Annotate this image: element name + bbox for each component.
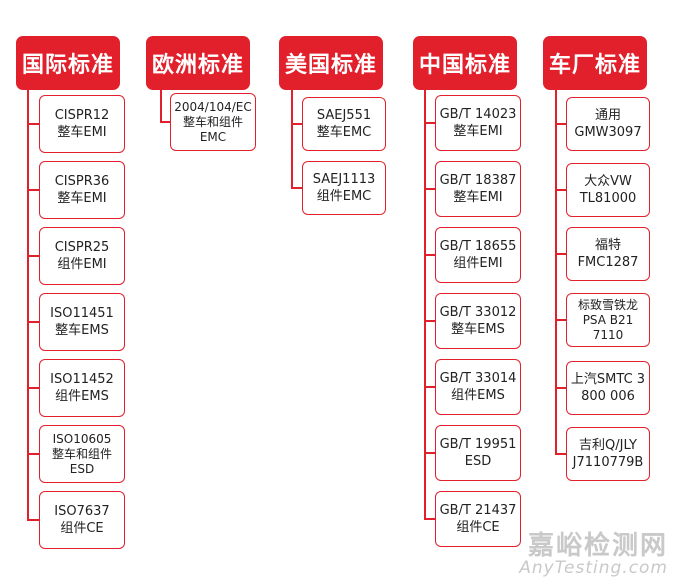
- standard-item: GB/T 19951 ESD: [435, 425, 521, 481]
- standard-item-label: 大众VW TL81000: [579, 174, 637, 206]
- connector-branch: [424, 518, 435, 520]
- standard-item-label: GB/T 33014 组件EMS: [439, 371, 517, 403]
- connector-branch: [27, 255, 39, 257]
- standard-item: CISPR36 整车EMI: [39, 161, 125, 219]
- connector-branch: [424, 320, 435, 322]
- connector-line: [291, 90, 293, 189]
- standard-item: SAEJ1113 组件EMC: [302, 161, 386, 215]
- standard-item: 2004/104/EC 整车和组件 EMC: [170, 93, 256, 151]
- standard-item-label: CISPR36 整车EMI: [54, 174, 110, 206]
- connector-branch: [291, 187, 302, 189]
- standard-item-label: GB/T 21437 组件CE: [439, 503, 517, 535]
- standard-item: CISPR25 组件EMI: [39, 227, 125, 285]
- connector-branch: [555, 453, 566, 455]
- standard-item-label: SAEJ551 整车EMC: [316, 108, 372, 140]
- standard-item: 大众VW TL81000: [566, 163, 650, 217]
- connector-branch: [27, 123, 39, 125]
- connector-branch: [555, 387, 566, 389]
- standard-item: ISO11452 组件EMS: [39, 359, 125, 417]
- connector-branch: [27, 321, 39, 323]
- standard-item: 福特FMC1287: [566, 227, 650, 281]
- standard-item: ISO11451 整车EMS: [39, 293, 125, 351]
- standard-item-label: GB/T 18387 整车EMI: [439, 173, 517, 205]
- standard-item: ISO7637 组件CE: [39, 491, 125, 549]
- standard-item: GB/T 21437 组件CE: [435, 491, 521, 547]
- connector-branch: [424, 452, 435, 454]
- connector-branch: [27, 189, 39, 191]
- connector-branch: [27, 453, 39, 455]
- watermark-en: AnyTesting.com: [519, 558, 668, 579]
- standard-item-label: ISO10605 整车和组件 ESD: [51, 431, 112, 476]
- connector-branch: [27, 387, 39, 389]
- standard-item: GB/T 33012 整车EMS: [435, 293, 521, 349]
- standard-item-label: ISO11451 整车EMS: [50, 306, 114, 338]
- standard-item-label: SAEJ1113 组件EMC: [312, 172, 376, 204]
- standard-item: GB/T 33014 组件EMS: [435, 359, 521, 415]
- standard-item: 吉利Q/JLY J7110779B: [566, 427, 650, 481]
- standard-item-label: GB/T 18655 组件EMI: [439, 239, 517, 271]
- standard-item-label: 福特FMC1287: [577, 238, 639, 270]
- standard-item-label: 上汽SMTC 3 800 006: [570, 372, 646, 404]
- standard-item: 通用 GMW3097: [566, 97, 650, 151]
- connector-branch: [160, 121, 170, 123]
- standard-item-label: 2004/104/EC 整车和组件 EMC: [174, 99, 252, 144]
- connector-line: [27, 90, 29, 521]
- standard-item-label: 标致雪铁龙 PSA B21 7110: [577, 297, 638, 342]
- standard-item-label: CISPR25 组件EMI: [54, 240, 110, 272]
- standard-item-label: ISO7637 组件CE: [54, 504, 110, 536]
- watermark-cn: 嘉峪检测网: [527, 530, 668, 561]
- standard-item-label: 吉利Q/JLY J7110779B: [572, 438, 644, 470]
- connector-line: [160, 90, 162, 123]
- standard-item-label: CISPR12 整车EMI: [54, 108, 110, 140]
- column-header: 欧洲标准: [146, 36, 250, 90]
- connector-branch: [424, 188, 435, 190]
- standard-item: GB/T 18387 整车EMI: [435, 161, 521, 217]
- standard-item-label: GB/T 14023 整车EMI: [439, 107, 517, 139]
- standard-item-label: GB/T 33012 整车EMS: [439, 305, 517, 337]
- standard-item: 标致雪铁龙 PSA B21 7110: [566, 293, 650, 347]
- connector-branch: [27, 519, 39, 521]
- column-header: 美国标准: [279, 36, 383, 90]
- column-header: 车厂标准: [543, 36, 647, 90]
- connector-branch: [555, 123, 566, 125]
- standard-item: 上汽SMTC 3 800 006: [566, 361, 650, 415]
- standard-item-label: GB/T 19951 ESD: [439, 437, 517, 469]
- column-header: 中国标准: [413, 36, 517, 90]
- standard-item: ISO10605 整车和组件 ESD: [39, 425, 125, 483]
- standard-item-label: 通用 GMW3097: [574, 108, 642, 140]
- standard-item: GB/T 18655 组件EMI: [435, 227, 521, 283]
- connector-line: [424, 90, 426, 520]
- connector-branch: [291, 123, 302, 125]
- standard-item: CISPR12 整车EMI: [39, 95, 125, 153]
- connector-branch: [555, 319, 566, 321]
- connector-branch: [424, 254, 435, 256]
- column-header: 国际标准: [16, 36, 120, 90]
- connector-branch: [555, 189, 566, 191]
- standard-item-label: ISO11452 组件EMS: [50, 372, 114, 404]
- standard-item: SAEJ551 整车EMC: [302, 97, 386, 151]
- watermark: 嘉峪检测网 AnyTesting.com: [519, 530, 668, 579]
- standard-item: GB/T 14023 整车EMI: [435, 95, 521, 151]
- connector-line: [555, 90, 557, 455]
- connector-branch: [424, 122, 435, 124]
- connector-branch: [555, 253, 566, 255]
- connector-branch: [424, 386, 435, 388]
